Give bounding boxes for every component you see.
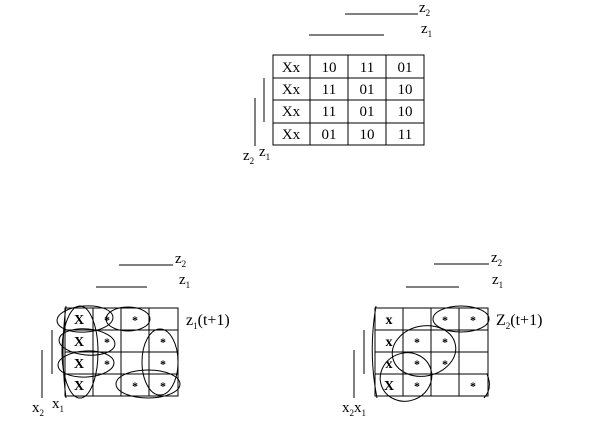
top-side-z2: z2 [243, 148, 254, 166]
right-cell: * [414, 357, 420, 371]
right-map-title: Z2(t+1) [496, 312, 542, 331]
top-cell: 10 [322, 60, 337, 76]
right-group-row1 [432, 305, 490, 333]
left-cell: X [74, 357, 84, 372]
top-cell: 11 [322, 82, 336, 98]
top-cell: 10 [398, 82, 413, 98]
top-z2-label: z2 [419, 0, 430, 18]
right-cell: * [414, 335, 420, 349]
right-kmap: z2 z1 Z2(t+1) x2x1 x * * x * * x * * [342, 250, 542, 418]
left-map-title: z1(t+1) [186, 312, 230, 331]
right-z2-label: z2 [491, 250, 502, 268]
left-z1-label: z1 [179, 272, 190, 290]
left-cell: * [132, 313, 138, 327]
right-side-x2x1: x2x1 [342, 400, 366, 418]
left-side-x1: x1 [52, 396, 64, 414]
top-cell: 11 [360, 60, 374, 76]
top-z1-label: z1 [421, 21, 432, 39]
top-cell: 11 [322, 104, 336, 120]
left-cell: * [104, 357, 110, 371]
top-cell: Xx [282, 104, 301, 120]
left-z2-label: z2 [175, 251, 186, 269]
top-cell: 11 [398, 127, 412, 143]
left-group-row2 [58, 328, 116, 356]
left-cell: * [160, 335, 166, 349]
top-state-table: z2 z1 z2 z1 Xx 10 11 01 Xx 11 01 10 Xx 1… [243, 0, 432, 166]
left-group-col4 [141, 328, 179, 396]
left-cell: * [104, 335, 110, 349]
top-cell: Xx [282, 127, 301, 143]
right-cell: * [470, 379, 476, 393]
top-cell: 01 [398, 60, 413, 76]
right-group-lower-left [379, 352, 433, 402]
right-cell: x [386, 357, 393, 372]
left-cell: * [160, 379, 166, 393]
top-cell: 01 [322, 127, 337, 143]
right-cell: X [384, 379, 394, 394]
left-cell: * [160, 357, 166, 371]
left-group-row1 [56, 305, 114, 333]
right-cell: * [442, 357, 448, 371]
left-group-row3 [57, 350, 115, 378]
left-cell: X [74, 313, 84, 328]
right-group-stroke [371, 305, 378, 399]
top-cell: Xx [282, 60, 301, 76]
right-cell: * [442, 335, 448, 349]
left-cell: * [132, 379, 138, 393]
right-cell: x [386, 313, 393, 328]
right-cell: * [470, 313, 476, 327]
left-kmap: z2 z1 z1(t+1) x2 x1 X * * X * * X * * [32, 251, 230, 418]
right-cell: x [386, 335, 393, 350]
top-cell: Xx [282, 82, 301, 98]
left-cell: X [74, 335, 84, 350]
right-group-corner [483, 373, 490, 399]
right-cell: * [414, 379, 420, 393]
right-groupings [371, 305, 490, 402]
left-side-x2: x2 [32, 400, 44, 418]
top-cell: 01 [360, 82, 375, 98]
right-z1-label: z1 [492, 272, 503, 290]
top-cell: 01 [360, 104, 375, 120]
left-group-row4 [115, 369, 181, 399]
top-cell: 10 [360, 127, 375, 143]
left-group-stroke [62, 305, 67, 399]
left-cell: * [104, 313, 110, 327]
right-group-center [391, 325, 457, 377]
top-cell: 10 [398, 104, 413, 120]
top-side-z1: z1 [259, 144, 270, 162]
left-group-row1-mid [105, 306, 151, 332]
left-cell: X [74, 379, 84, 394]
left-groupings [56, 305, 181, 399]
right-cell: * [442, 313, 448, 327]
